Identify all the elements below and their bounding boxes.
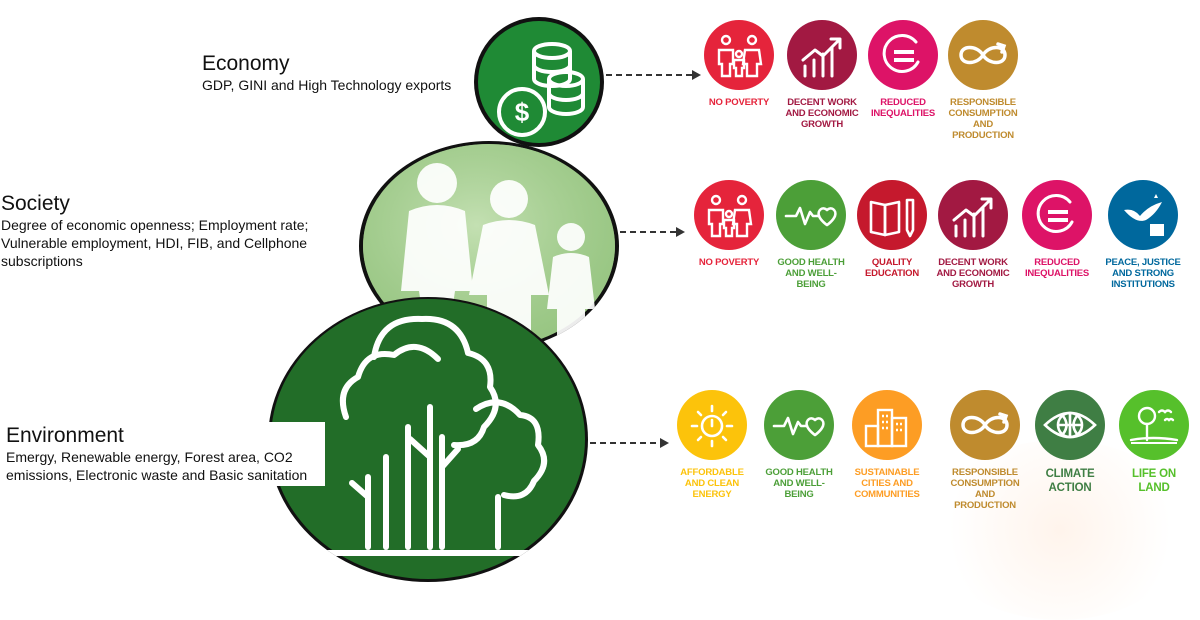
economy-circle: $ bbox=[474, 17, 604, 147]
growth-chart-icon bbox=[801, 37, 842, 78]
svg-text:$: $ bbox=[515, 97, 530, 127]
sdg-badge bbox=[677, 390, 747, 460]
sdg-label: REDUCED INEQUALITIES bbox=[870, 97, 936, 119]
infinity-loop-icon bbox=[961, 412, 1009, 435]
economy-arrow bbox=[606, 70, 701, 80]
sdg-goal-heartbeat: GOOD HEALTH AND WELL-BEING bbox=[761, 390, 837, 500]
environment-label: Environment Emergy, Renewable energy, Fo… bbox=[0, 422, 325, 486]
sdg-goal-family: NO POVERTY bbox=[701, 20, 777, 108]
trees-icon bbox=[271, 299, 585, 579]
sdg-badge bbox=[857, 180, 927, 250]
globe-eye-icon bbox=[1043, 411, 1097, 439]
sdg-goal-sun-power: AFFORDABLE AND CLEAN ENERGY bbox=[674, 390, 750, 500]
sdg-goal-equality: REDUCED INEQUALITIES bbox=[1019, 180, 1095, 279]
sdg-goal-dove-gavel: PEACE, JUSTICE AND STRONG INSTITUTIONS bbox=[1105, 180, 1181, 290]
sdg-goal-globe-eye: CLIMATE ACTION bbox=[1032, 390, 1108, 495]
economy-description: GDP, GINI and High Technology exports bbox=[202, 77, 452, 93]
sdg-goal-growth-chart: DECENT WORK AND ECONOMIC GROWTH bbox=[784, 20, 860, 130]
dove-gavel-icon bbox=[1124, 194, 1164, 236]
sdg-goal-growth-chart: DECENT WORK AND ECONOMIC GROWTH bbox=[935, 180, 1011, 290]
sdg-label: SUSTAINABLE CITIES AND COMMUNITIES bbox=[854, 467, 920, 500]
environment-arrow bbox=[590, 438, 669, 448]
sdg-goal-infinity-loop: RESPONSIBLE CONSUMPTION AND PRODUCTION bbox=[947, 390, 1023, 511]
sdg-goal-tree-birds: LIFE ON LAND bbox=[1116, 390, 1192, 495]
sdg-badge bbox=[1022, 180, 1092, 250]
sdg-badge bbox=[1035, 390, 1105, 460]
sdg-label: AFFORDABLE AND CLEAN ENERGY bbox=[680, 467, 744, 500]
equality-icon bbox=[1036, 194, 1074, 233]
sdg-label: DECENT WORK AND ECONOMIC GROWTH bbox=[785, 97, 859, 130]
society-label: Society Degree of economic openness; Emp… bbox=[1, 192, 351, 270]
tree-birds-icon bbox=[1129, 406, 1179, 444]
sdg-goal-book-pencil: QUALITY EDUCATION bbox=[854, 180, 930, 279]
infinity-loop-icon bbox=[959, 42, 1007, 65]
background-blob bbox=[930, 440, 1190, 620]
sdg-label: GOOD HEALTH AND WELL-BEING bbox=[777, 257, 845, 290]
sdg-goal-equality: REDUCED INEQUALITIES bbox=[865, 20, 941, 119]
environment-title: Environment bbox=[6, 424, 124, 447]
sdg-badge bbox=[787, 20, 857, 90]
sdg-badge bbox=[776, 180, 846, 250]
economy-title: Economy bbox=[202, 52, 290, 75]
family-icon bbox=[717, 34, 763, 78]
sdg-label: GOOD HEALTH AND WELL-BEING bbox=[765, 467, 833, 500]
equality-icon bbox=[882, 34, 920, 73]
sdg-label: DECENT WORK AND ECONOMIC GROWTH bbox=[936, 257, 1010, 290]
sdg-label: REDUCED INEQUALITIES bbox=[1024, 257, 1090, 279]
sdg-label: LIFE ON LAND bbox=[1132, 468, 1176, 494]
society-title: Society bbox=[1, 192, 70, 215]
sdg-badge bbox=[938, 180, 1008, 250]
sdg-goal-infinity-loop: RESPONSIBLE CONSUMPTION AND PRODUCTION bbox=[945, 20, 1021, 141]
city-buildings-icon bbox=[864, 408, 908, 448]
sdg-badge bbox=[1119, 390, 1189, 460]
book-pencil-icon bbox=[869, 198, 915, 238]
sdg-badge bbox=[764, 390, 834, 460]
sdg-badge bbox=[948, 20, 1018, 90]
sdg-goal-family: NO POVERTY bbox=[691, 180, 767, 268]
sdg-goal-city-buildings: SUSTAINABLE CITIES AND COMMUNITIES bbox=[849, 390, 925, 500]
sdg-label: NO POVERTY bbox=[708, 97, 770, 108]
growth-chart-icon bbox=[952, 197, 993, 238]
sdg-goal-heartbeat: GOOD HEALTH AND WELL-BEING bbox=[773, 180, 849, 290]
sdg-badge bbox=[852, 390, 922, 460]
sdg-badge bbox=[694, 180, 764, 250]
sdg-label: RESPONSIBLE CONSUMPTION AND PRODUCTION bbox=[950, 467, 1020, 511]
sdg-badge bbox=[704, 20, 774, 90]
sdg-badge bbox=[868, 20, 938, 90]
society-description: Degree of economic openness; Employment … bbox=[1, 217, 309, 269]
sdg-label: PEACE, JUSTICE AND STRONG INSTITUTIONS bbox=[1105, 257, 1181, 290]
sdg-label: RESPONSIBLE CONSUMPTION AND PRODUCTION bbox=[948, 97, 1018, 141]
sun-power-icon bbox=[690, 404, 734, 448]
heartbeat-icon bbox=[784, 206, 837, 227]
sdg-badge bbox=[1108, 180, 1178, 250]
sdg-label: QUALITY EDUCATION bbox=[865, 257, 919, 279]
sdg-badge bbox=[950, 390, 1020, 460]
family-icon bbox=[707, 194, 753, 238]
coins-dollar-icon: $ bbox=[478, 21, 600, 143]
society-arrow bbox=[620, 227, 685, 237]
economy-label: Economy GDP, GINI and High Technology ex… bbox=[202, 52, 492, 94]
sdg-label: NO POVERTY bbox=[698, 257, 760, 268]
heartbeat-icon bbox=[772, 416, 825, 437]
sdg-label: CLIMATE ACTION bbox=[1045, 468, 1095, 494]
environment-description: Emergy, Renewable energy, Forest area, C… bbox=[6, 449, 308, 483]
